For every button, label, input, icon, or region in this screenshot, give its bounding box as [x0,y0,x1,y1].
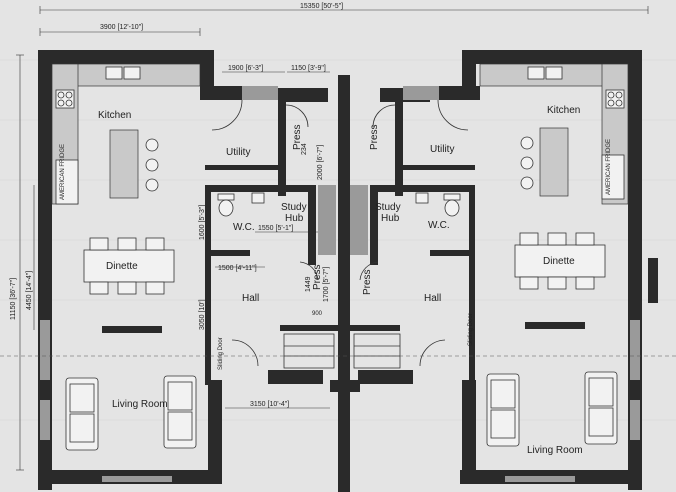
sliding-door-right: Sliding Door [468,313,474,346]
door-swings [211,99,469,367]
press-top-width-dim: 1150 [3'-9"] [291,65,326,72]
room-kitchen-left: Kitchen [98,110,131,121]
press-hall-a-dim: 1449 [305,276,312,292]
room-hall-left: Hall [242,293,259,304]
room-press-hall-right: Press [362,269,373,295]
room-study-left-line1: Study [281,202,307,213]
kitchen-width-dim: 3900 [12'-10"] [100,24,143,31]
fridge-label-right: AMERICAN FRIDGE [606,139,612,195]
hob-icon [55,89,625,109]
fridge-label-left: AMERICAN FRIDGE [60,144,66,200]
utility-width-dim: 1900 [6'-3"] [228,65,263,72]
sink-icon [105,66,563,80]
kitchen-island-right [539,127,569,197]
dinette-depth-dim: 4450 [14'-4"] [26,271,33,310]
room-wc-left: W.C. [233,222,255,233]
press-hall-c-dim: 900 [312,311,323,317]
room-living-right: Living Room [527,445,583,456]
overall-depth-dim: 11150 [36'-7"] [10,278,17,320]
overall-width-dim: 15350 [50'-5"] [300,3,343,10]
room-dinette-right: Dinette [543,256,575,267]
room-press-hall-left: Press [312,264,323,290]
press-top-a-dim: 234 [301,143,308,155]
fridge-left [55,159,79,205]
room-press-top-right: Press [369,124,380,150]
toilet-icon [217,192,461,217]
wc-width-dim: 1500 [4'-11"] [218,265,257,272]
fridge-right [601,154,625,200]
press-hall-b-dim: 1700 [5'-7"] [323,267,330,302]
room-kitchen-right: Kitchen [547,105,580,116]
dining-table-left [83,237,175,295]
room-study-right-line2: Hub [381,213,400,224]
room-wc-right: W.C. [428,220,450,231]
front-windows [102,258,658,482]
room-press-top-left: Press [292,124,303,150]
hall-depth-dim: 3050 [10'] [199,299,206,330]
study-width-dim: 1550 [5'-1"] [258,225,293,232]
room-living-left: Living Room [112,399,168,410]
press-top-b-dim: 2000 [6'-7"] [317,145,324,180]
sofa-icon [65,371,618,451]
sliding-door-left: Sliding Door [218,337,224,370]
bar-stools [145,136,534,192]
kitchen-island-left [109,129,139,199]
wc-depth-dim: 1600 [5'-3"] [199,205,206,240]
tv-unit-left [102,326,162,333]
tv-unit-right [525,322,585,329]
dining-table-right [514,232,606,290]
room-study-right-line1: Study [375,202,401,213]
hall-width-dim: 3150 [10'-4"] [250,401,289,408]
room-dinette-left: Dinette [106,261,138,272]
room-hall-right: Hall [424,293,441,304]
room-study-left-line2: Hub [285,213,304,224]
room-utility-left: Utility [226,147,250,158]
entrance-steps [283,333,401,369]
room-utility-right: Utility [430,144,454,155]
